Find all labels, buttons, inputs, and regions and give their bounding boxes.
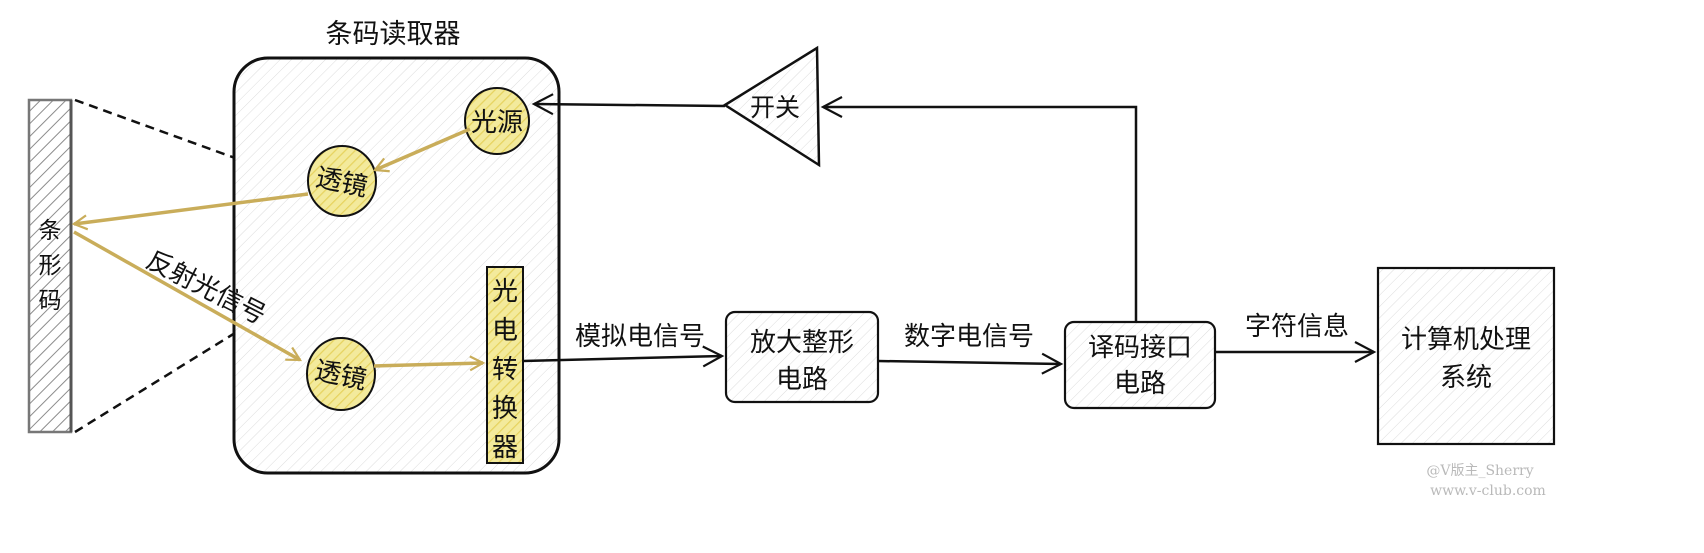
- arrow-decoder-to-switch: [820, 96, 1138, 322]
- char-info-label: 字符信息: [1245, 312, 1349, 342]
- photoelectric-converter: 光 电 转 换 器: [486, 266, 524, 464]
- lens-bottom: 透镜: [306, 337, 376, 411]
- computer-box: 计算机处理 系统: [1376, 266, 1556, 446]
- barcode-char-3: 码: [39, 288, 62, 314]
- arrow-converter-to-amplifier: [522, 345, 725, 368]
- converter-char-4: 换: [492, 394, 518, 424]
- converter-char-2: 电: [492, 316, 518, 346]
- light-source: 光源: [464, 87, 530, 155]
- converter-char-1: 光: [492, 277, 518, 307]
- arrow-source-to-lens: [372, 127, 471, 173]
- watermark-site: www.v-club.com: [1430, 483, 1546, 499]
- switch-triangle: 开关: [722, 45, 821, 168]
- barcode-char-1: 条: [39, 218, 62, 244]
- amplifier-label-line1: 放大整形: [750, 328, 854, 358]
- converter-char-5: 器: [492, 433, 518, 463]
- scan-line-bottom: [74, 331, 236, 434]
- amplifier-label-line2: 电路: [776, 365, 828, 395]
- arrow-lens-to-converter: [373, 355, 486, 372]
- arrow-barcode-to-lens: [73, 230, 303, 362]
- computer-label-line2: 系统: [1440, 363, 1492, 393]
- amplifier-box: 放大整形 电路: [724, 310, 880, 404]
- computer-label-line1: 计算机处理: [1401, 325, 1531, 355]
- barcode-block: [27, 98, 73, 434]
- watermark-author: @V版主_Sherry: [1426, 463, 1533, 479]
- decoder-box: 译码接口 电路: [1063, 320, 1217, 410]
- light-source-label: 光源: [471, 108, 523, 138]
- arrow-amplifier-to-decoder: [877, 352, 1064, 375]
- converter-char-3: 转: [492, 355, 518, 385]
- lens-top: 透镜: [307, 145, 377, 217]
- switch-label: 开关: [750, 93, 800, 122]
- arrow-lens-to-barcode: [71, 192, 309, 231]
- arrow-switch-to-source: [531, 93, 726, 116]
- digital-signal-label: 数字电信号: [904, 322, 1034, 352]
- scan-line-top: [74, 98, 236, 160]
- barcode-char-2: 形: [39, 253, 62, 279]
- decoder-label-line1: 译码接口: [1088, 333, 1192, 363]
- decoder-label-line2: 电路: [1114, 369, 1166, 399]
- reader-title: 条码读取器: [326, 19, 461, 50]
- barcode-label: 条 形 码: [39, 218, 62, 314]
- analog-signal-label: 模拟电信号: [575, 322, 705, 352]
